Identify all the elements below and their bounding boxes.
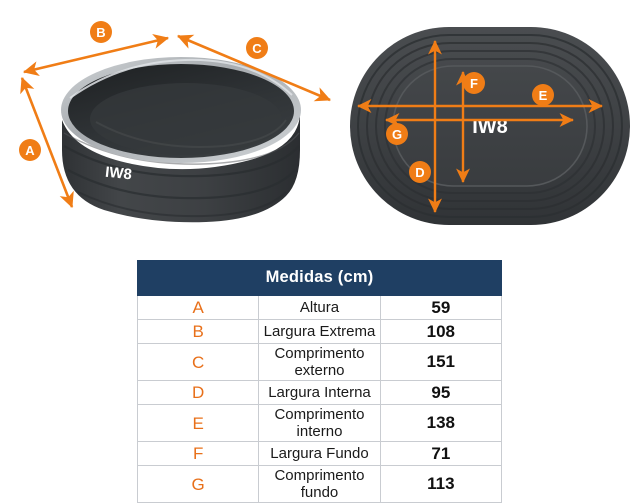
badge-b-label: B [96,25,105,40]
row-label: Largura Fundo [258,441,381,466]
table-title-row: Medidas (cm) [137,260,502,296]
row-value: 151 [379,343,503,381]
row-value: 95 [379,380,503,405]
callout-e-internal-length: E [357,84,603,113]
badge-f-circle [463,72,485,94]
table-row: G Comprimento fundo 113 [136,465,503,503]
row-value: 138 [379,404,503,442]
top-view: IW8 E G D F [340,0,640,252]
badge-d-label: D [415,165,424,180]
badge-f-label: F [470,76,478,91]
row-key: E [136,404,260,442]
tub-ring-1 [357,34,623,218]
row-key: G [136,465,260,503]
tub-inner-basin [90,83,282,155]
dimension-line-a [20,77,74,208]
row-key: D [136,380,260,405]
callout-b-extreme-width: B [22,21,170,76]
callout-a-height: A [19,77,74,208]
dimension-line-c [177,34,331,102]
brand-mark-perspective: IW8 [104,164,132,184]
tub-ring-2 [366,42,614,210]
row-label: Largura Interna [258,380,381,405]
badge-e-circle [532,84,554,106]
tub-inner-contour [95,119,287,148]
row-value: 108 [379,319,503,344]
badge-c-circle [246,37,268,59]
callout-d-internal-width: D [409,40,442,213]
badge-b-circle [90,21,112,43]
row-key: F [136,441,260,466]
badge-g-label: G [392,127,402,142]
table-row: D Largura Interna 95 [136,380,503,405]
row-value: 71 [379,441,503,466]
tub-rib-2 [67,169,296,200]
callout-g-bottom-length: G [385,113,574,145]
tub-ring-3 [375,50,605,202]
row-label: Comprimento interno [258,404,381,442]
dimension-line-b [22,34,170,76]
table-row: B Largura Extrema 108 [136,319,503,344]
measurements-table: Medidas (cm) A Altura 59 B Largura Extre… [136,260,503,503]
row-label: Largura Extrema [258,319,381,344]
tub-rib-1 [63,145,300,178]
callout-c-external-length: C [177,34,331,102]
row-label: Comprimento fundo [258,465,381,503]
badge-e-label: E [539,88,548,103]
table-row: F Largura Fundo 71 [136,441,503,466]
row-value: 113 [379,465,503,503]
tub-rib-highlight [63,132,300,165]
row-key: C [136,343,260,381]
table-row: A Altura 59 [136,295,503,320]
table-title: Medidas (cm) [137,260,502,296]
tub-rib-3 [77,191,287,218]
table-row: C Comprimento externo 151 [136,343,503,381]
callout-f-bottom-width: F [456,71,485,183]
badge-a-circle [19,139,41,161]
row-value: 59 [379,295,503,320]
badge-d-circle [409,161,431,183]
row-label: Comprimento externo [258,343,381,381]
table-body: A Altura 59 B Largura Extrema 108 C Comp… [136,295,503,503]
row-key: A [136,295,260,320]
badge-c-label: C [252,41,262,56]
perspective-view: IW8 A B C [0,0,340,252]
row-label: Altura [258,295,381,320]
tub-body-perspective [61,57,301,223]
badge-g-circle [386,123,408,145]
tub-ring-4 [384,58,596,194]
badge-a-label: A [25,143,35,158]
row-key: B [136,319,260,344]
table-row: E Comprimento interno 138 [136,404,503,442]
